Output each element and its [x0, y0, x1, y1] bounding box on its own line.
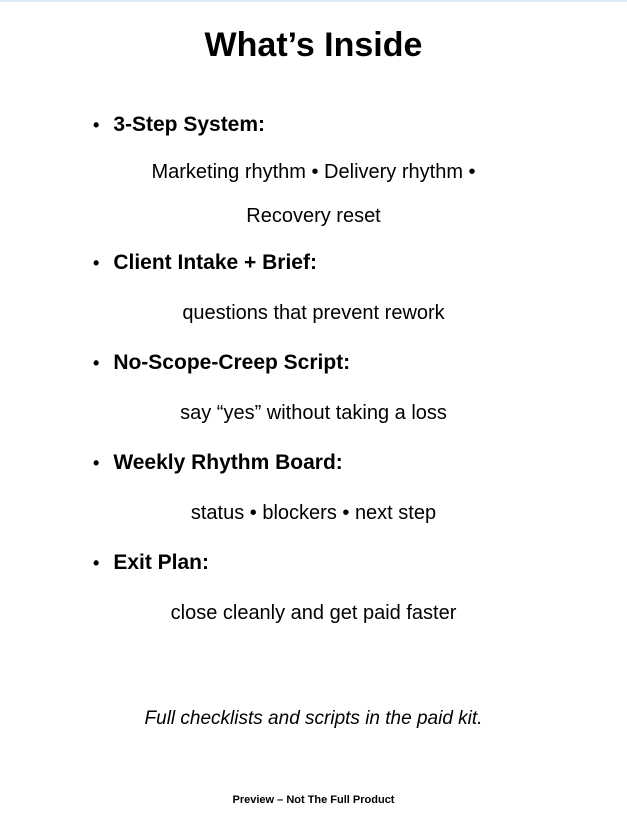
bullet-icon: • [93, 452, 100, 473]
bullet-icon: • [93, 552, 100, 573]
list-item: • Exit Plan: close cleanly and get paid … [0, 538, 627, 638]
page-title: What’s Inside [204, 26, 423, 64]
item-subline: Marketing rhythm • Delivery rhythm • [151, 160, 476, 183]
list-item: • Client Intake + Brief: questions that … [0, 238, 627, 338]
bullet-icon: • [93, 352, 100, 373]
item-subline: Recovery reset [246, 204, 381, 227]
item-heading-line: • 3-Step System: [0, 100, 627, 150]
top-edge-line [0, 0, 627, 2]
list-item: • Weekly Rhythm Board: status • blockers… [0, 438, 627, 538]
item-subline: questions that prevent rework [182, 301, 445, 324]
item-heading: 3-Step System: [113, 113, 266, 136]
item-heading: Client Intake + Brief: [113, 251, 317, 274]
item-heading: Exit Plan: [113, 551, 210, 574]
bullet-icon: • [93, 252, 100, 273]
item-subline: close cleanly and get paid faster [170, 601, 457, 624]
item-heading-line: • Exit Plan: [0, 538, 627, 588]
item-heading-line: • Client Intake + Brief: [0, 238, 627, 288]
list-item: • 3-Step System: Marketing rhythm • Deli… [0, 100, 627, 238]
preview-footer: Preview – Not The Full Product [232, 794, 395, 806]
item-heading: Weekly Rhythm Board: [113, 451, 343, 474]
item-subline: say “yes” without taking a loss [180, 401, 447, 424]
item-heading: No-Scope-Creep Script: [113, 351, 351, 374]
item-heading-line: • No-Scope-Creep Script: [0, 338, 627, 388]
list-item: • No-Scope-Creep Script: say “yes” witho… [0, 338, 627, 438]
item-heading-line: • Weekly Rhythm Board: [0, 438, 627, 488]
bullet-icon: • [93, 114, 100, 135]
item-subline: status • blockers • next step [190, 501, 437, 524]
paid-kit-note: Full checklists and scripts in the paid … [144, 708, 483, 729]
whats-inside-list: • 3-Step System: Marketing rhythm • Deli… [0, 100, 627, 638]
